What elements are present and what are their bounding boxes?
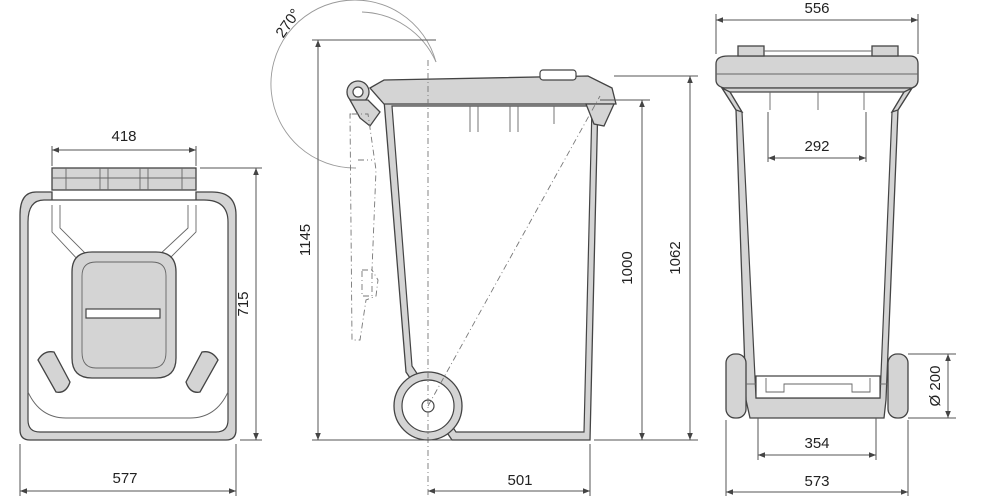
dim-354: 354 <box>804 435 829 452</box>
front-view-wheel-left <box>725 353 747 419</box>
dim-270-degrees: 270° <box>272 6 304 41</box>
top-view-handle-slot <box>85 308 161 319</box>
front-view-hinge-right <box>871 45 899 57</box>
dim-1000: 1000 <box>619 251 636 284</box>
side-view: 270° 1145 <box>270 0 698 496</box>
front-view: 556 292 Ø 200 354 573 <box>715 0 956 496</box>
lid-rotation-arc <box>270 0 437 169</box>
side-view-lid <box>368 75 617 105</box>
dim-1062: 1062 <box>667 241 684 274</box>
dim-577: 577 <box>112 470 137 487</box>
dim-501: 501 <box>507 472 532 489</box>
front-view-lid <box>715 55 919 89</box>
dim-573: 573 <box>804 473 829 490</box>
side-view-lid-handle <box>539 69 577 81</box>
dim-715: 715 <box>235 291 252 316</box>
front-view-wheel-right <box>887 353 909 419</box>
dim-292: 292 <box>804 138 829 155</box>
dim-556: 556 <box>804 0 829 17</box>
top-view-left-pocket <box>37 351 71 393</box>
dim-1145: 1145 <box>297 224 314 256</box>
front-view-hinge-left <box>737 45 765 57</box>
dim-418: 418 <box>111 128 136 145</box>
top-view: 418 577 715 <box>19 128 262 496</box>
open-lid-outline <box>349 113 379 341</box>
top-view-hinge-bar <box>51 167 197 191</box>
dim-wheel-diameter-200: Ø 200 <box>927 366 944 407</box>
top-view-right-pocket <box>185 351 219 393</box>
